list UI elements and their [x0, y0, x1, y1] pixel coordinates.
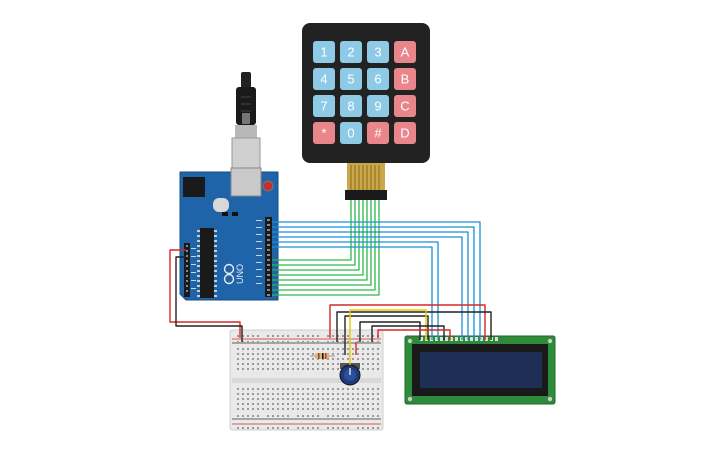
header-pins	[186, 219, 270, 296]
keypad-key-label: 7	[320, 99, 327, 114]
keypad-key-label: 1	[320, 45, 327, 60]
lcd-screen	[420, 352, 542, 388]
chip-pins	[197, 230, 217, 297]
keypad-key-12[interactable]: C	[394, 95, 416, 117]
digital-pin-header	[265, 217, 272, 297]
crystal	[213, 198, 229, 212]
usb-cable	[231, 72, 261, 169]
board-silkscreen	[191, 212, 262, 289]
keypad-key-label: 2	[347, 45, 354, 60]
keypad-key-label: 0	[347, 126, 354, 141]
arduino-uno[interactable]: UNO	[179, 167, 279, 301]
potentiometer[interactable]	[339, 363, 361, 386]
arduino-logo: UNO	[223, 263, 245, 285]
keypad-key-label: 5	[347, 72, 354, 87]
keypad-key-15[interactable]: #	[367, 122, 389, 144]
keypad-key-4[interactable]: A	[394, 41, 416, 63]
keypad-key-3[interactable]: 3	[367, 41, 389, 63]
keypad-key-13[interactable]: *	[313, 122, 335, 144]
keypad-key-11[interactable]: 9	[367, 95, 389, 117]
keypad-key-5[interactable]: 4	[313, 68, 335, 90]
keypad-key-label: #	[374, 126, 382, 141]
keypad-key-2[interactable]: 2	[340, 41, 362, 63]
keypad-key-label: D	[400, 126, 409, 141]
keypad-key-16[interactable]: D	[394, 122, 416, 144]
keypad-key-label: B	[401, 72, 410, 87]
keypad-key-6[interactable]: 5	[340, 68, 362, 90]
keypad-ribbon-traces	[350, 165, 380, 190]
breadboard[interactable]	[229, 329, 384, 431]
atmega-chip	[200, 228, 214, 298]
keypad-key-label: 9	[374, 99, 381, 114]
keypad-key-label: 8	[347, 99, 354, 114]
breadboard-holes	[237, 335, 379, 429]
keypad-4x4[interactable]: 1 2 3 A 4 5 6 B 7 8 9 C * 0 # D	[302, 23, 430, 200]
keypad-key-label: C	[400, 99, 409, 114]
power-wires	[169, 249, 492, 365]
keypad-connector	[345, 190, 387, 200]
keypad-key-label: 6	[374, 72, 381, 87]
keypad-key-10[interactable]: 8	[340, 95, 362, 117]
keypad-key-label: 3	[374, 45, 381, 60]
lcd-16x2[interactable]	[404, 335, 556, 405]
arduino-logo-text: UNO	[235, 264, 245, 284]
keypad-key-label: 4	[320, 72, 327, 87]
keypad-key-1[interactable]: 1	[313, 41, 335, 63]
power-jack	[183, 177, 205, 197]
reset-button[interactable]	[262, 180, 274, 192]
keypad-key-label: *	[321, 126, 326, 141]
keypad-key-8[interactable]: B	[394, 68, 416, 90]
usb-port	[230, 167, 262, 197]
keypad-key-9[interactable]: 7	[313, 95, 335, 117]
keypad-key-14[interactable]: 0	[340, 122, 362, 144]
keypad-key-7[interactable]: 6	[367, 68, 389, 90]
keypad-wires	[272, 200, 380, 296]
resistor[interactable]	[310, 353, 335, 359]
breadboard-center-channel	[232, 378, 381, 383]
keypad-key-label: A	[401, 45, 410, 60]
